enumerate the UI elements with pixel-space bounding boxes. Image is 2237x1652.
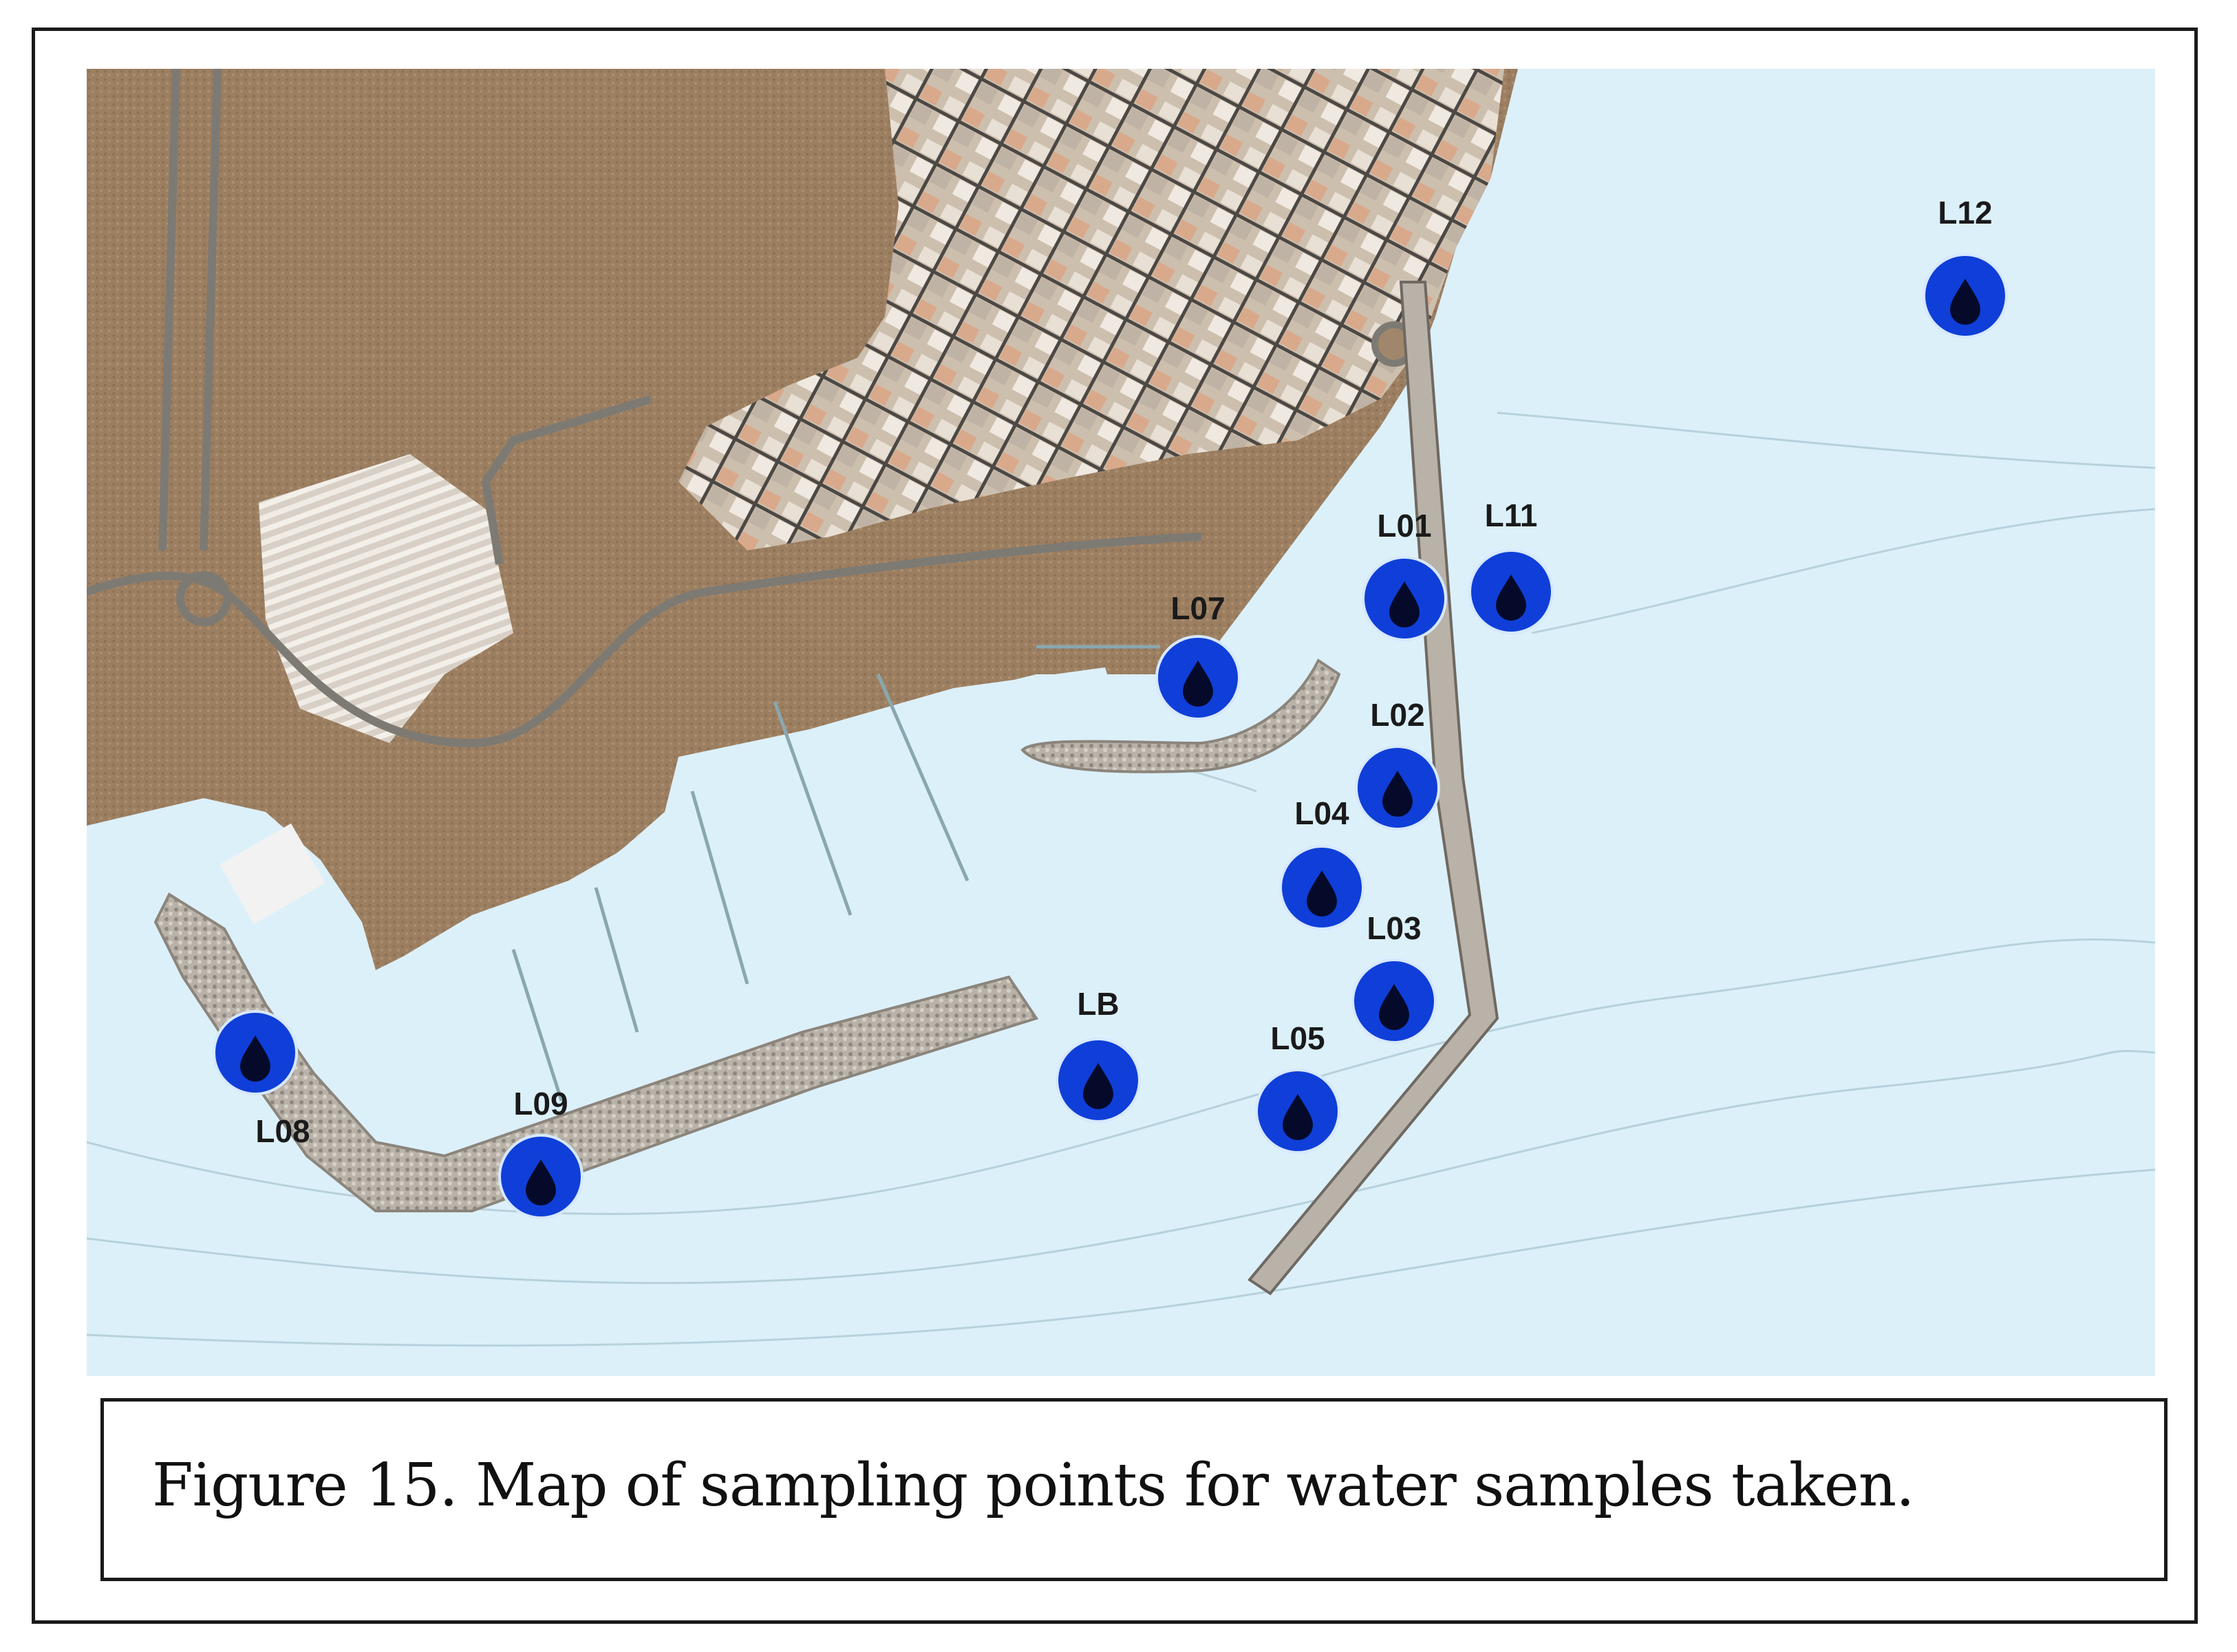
water-drop-icon: [526, 1159, 556, 1205]
sampling-point-label: L11: [1485, 497, 1538, 533]
residential-rows: [259, 454, 513, 743]
sampling-point-l12[interactable]: L12: [1923, 195, 2008, 339]
water-drop-icon: [1382, 771, 1413, 817]
urban-area: [678, 69, 1504, 550]
satellite-map: L12 L01 L11 L07 L02 L04: [87, 69, 2155, 1376]
sampling-point-l01[interactable]: L01: [1362, 508, 1447, 641]
ferry-terminal: [220, 823, 325, 925]
inner-breakwater: [1020, 658, 1341, 773]
sampling-point-label: L04: [1294, 795, 1349, 831]
figure-caption: Figure 15. Map of sampling points for wa…: [152, 1451, 1915, 1520]
water-drop-icon: [1389, 581, 1420, 627]
water-drop-icon: [1283, 1094, 1313, 1140]
sampling-point-lb[interactable]: LB: [1056, 986, 1141, 1123]
water-drop-icon: [1950, 279, 1980, 325]
sampling-point-label: L07: [1170, 590, 1225, 626]
water-drop-icon: [240, 1036, 270, 1082]
sampling-point-label: L09: [513, 1086, 568, 1122]
sampling-point-l08[interactable]: L08: [213, 1010, 310, 1149]
sampling-point-label: L12: [1938, 195, 1992, 230]
roundabout-west: [176, 571, 231, 626]
sampling-point-label: L02: [1370, 697, 1424, 733]
sampling-point-l05[interactable]: L05: [1255, 1020, 1340, 1154]
sampling-point-l02[interactable]: L02: [1355, 697, 1440, 830]
water-drop-icon: [1083, 1063, 1113, 1109]
sampling-point-label: L08: [255, 1113, 310, 1149]
sampling-point-label: LB: [1077, 986, 1119, 1022]
sampling-point-l09[interactable]: L09: [498, 1086, 584, 1219]
water-drop-icon: [1379, 984, 1409, 1030]
water-drop-icon: [1183, 661, 1213, 707]
sampling-point-l03[interactable]: L03: [1351, 910, 1437, 1044]
harbour-basin: [610, 667, 1133, 977]
sampling-point-label: L03: [1367, 910, 1421, 946]
caption-box: Figure 15. Map of sampling points for wa…: [100, 1398, 2168, 1581]
water-drop-icon: [1496, 575, 1526, 621]
water-drop-icon: [1307, 870, 1337, 916]
sampling-point-l07[interactable]: L07: [1155, 590, 1241, 720]
sampling-point-l11[interactable]: L11: [1468, 497, 1554, 634]
marina-pontoons: [511, 645, 1160, 1102]
sampling-point-l04[interactable]: L04: [1279, 795, 1364, 930]
east-pier: [1248, 281, 1499, 1296]
sampling-points-layer: L12 L01 L11 L07 L02 L04: [213, 195, 2008, 1219]
sampling-point-label: L05: [1270, 1020, 1325, 1056]
sampling-point-label: L01: [1377, 508, 1431, 544]
